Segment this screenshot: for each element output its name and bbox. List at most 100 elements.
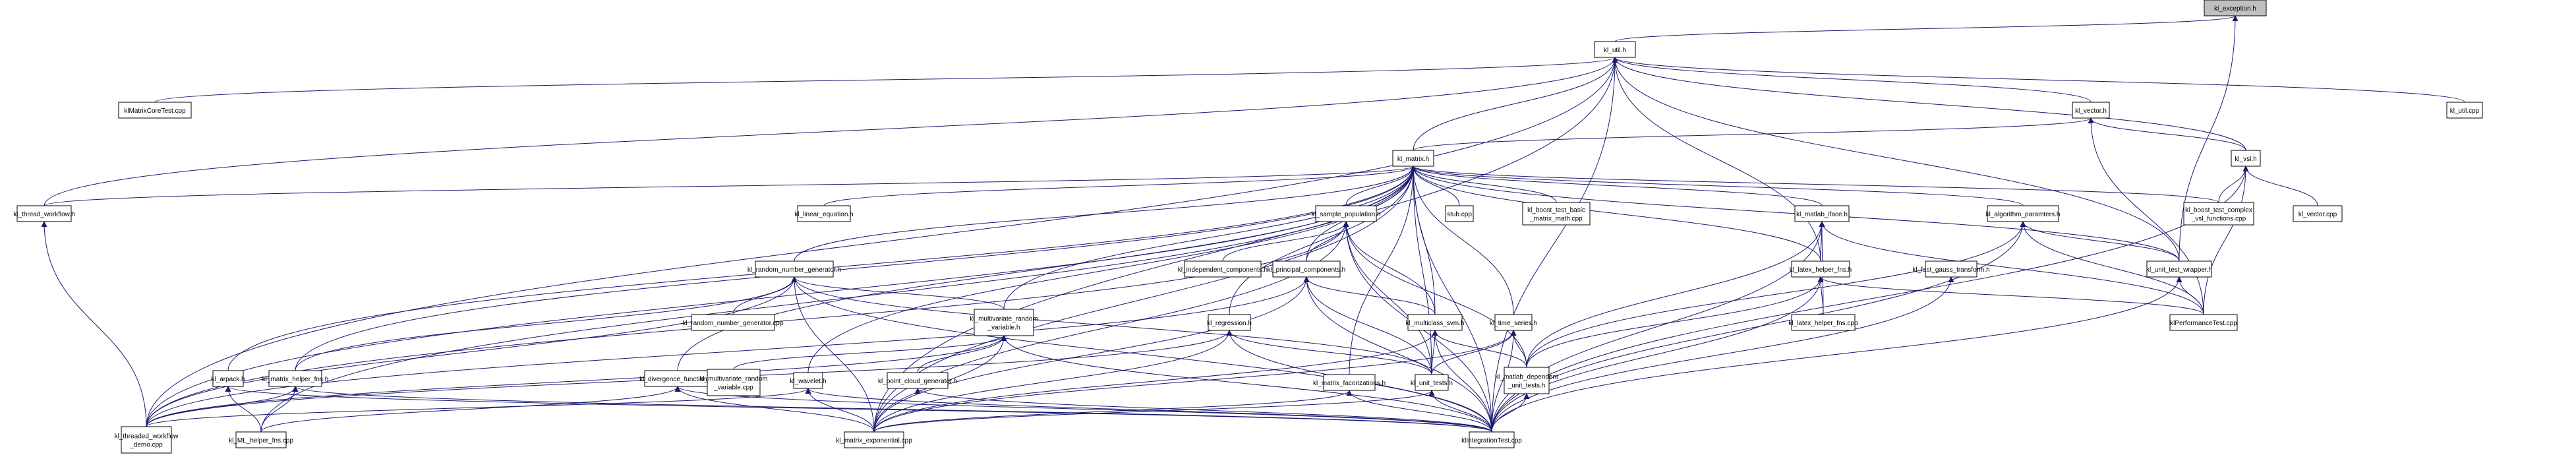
node-label: kl_unit_tests.h <box>1411 380 1453 387</box>
node-klPerformanceTest_cpp[interactable]: klPerformanceTest.cpp <box>2169 314 2238 331</box>
node-label: kl_exception.h <box>2214 5 2256 13</box>
node-label: kl_random_number_generator.cpp <box>683 320 784 327</box>
node-kl_point_cloud_generator_h[interactable]: kl_point_cloud_generator.h <box>878 372 957 389</box>
edge-kl_unit_tests_h-to-kl_principal_components_h <box>1303 276 1432 375</box>
node-kl_matrix_h[interactable]: kl_matrix.h <box>1392 150 1434 167</box>
edge-kl_multivariate_random_variable_h-to-kl_random_number_generator_h <box>791 276 1005 310</box>
edge-layer <box>41 15 2465 433</box>
node-kl_vector_h[interactable]: kl_vector.h <box>2072 102 2110 119</box>
node-kl_latex_helper_fns_cpp[interactable]: kl_latex_helper_fns.cpp <box>1788 314 1858 331</box>
node-label: kl_boost_test_complex <box>2185 207 2252 214</box>
node-kl_ML_helper_fns_cpp[interactable]: kl_ML_helper_fns.cpp <box>229 431 293 448</box>
node-box <box>974 309 1034 336</box>
node-label: kl_arpack.h <box>211 376 245 383</box>
edge-klIntegrationTest_cpp-to-kl_fast_gauss_transform_h <box>1491 276 1954 433</box>
node-box <box>268 370 322 387</box>
node-kl_latex_helper_fns_h[interactable]: kl_latex_helper_fns.h <box>1790 260 1852 278</box>
node-kl_matrix_facorizations_h[interactable]: kl_matrix_facorizations.h <box>1313 374 1386 391</box>
node-kl_matrix_helper_fns_h[interactable]: kl_matrix_helper_fns.h <box>262 370 329 387</box>
edge-klIntegrationTest_cpp-to-kl_multivariate_random_variable_h <box>1001 335 1492 433</box>
edge-kl_matlab_dependent_unit_tests_h-to-kl_matlab_iface_h <box>1526 221 1825 368</box>
node-kl_exception: kl_exception.h <box>2204 0 2267 16</box>
node-kl_random_number_generator_h[interactable]: kl_random_number_generator.h <box>747 260 841 278</box>
edge-kl_matrix_h-to-kl_vector_h <box>1413 117 2094 151</box>
node-kl_linear_equation_h[interactable]: kl_linear_equation.h <box>794 205 854 222</box>
node-label: _matrix_math.cpp <box>1529 216 1583 223</box>
node-klIntegrationTest_cpp[interactable]: klIntegrationTest.cpp <box>1461 431 1522 448</box>
node-kl_independent_components_h[interactable]: kl_independent_components.h <box>1178 260 1268 278</box>
edge-klIntegrationTest_cpp-to-kl_vsl_h <box>1491 166 2249 433</box>
node-label: kl_multivariate_random <box>970 316 1038 323</box>
node-kl_vector_cpp[interactable]: kl_vector.cpp <box>2293 205 2343 222</box>
edge-klIntegrationTest_cpp-to-kl_unit_tests_h <box>1428 390 1492 433</box>
node-box <box>1184 260 1262 278</box>
node-kl_principal_components_h[interactable]: kl_principal_components.h <box>1268 260 1345 278</box>
node-kl_arpack_h[interactable]: kl_arpack.h <box>211 370 245 387</box>
node-klMatrixCoreTest[interactable]: klMatrixCoreTest.cpp <box>118 102 192 119</box>
node-kl_matlab_dependent_unit_tests_h[interactable]: kl_matlab_dependent_unit_tests.h <box>1495 367 1558 394</box>
node-label: kl_linear_equation.h <box>794 211 854 218</box>
edge-kl_matrix_exponential_cpp-to-kl_multiclass_svm_h <box>873 330 1438 433</box>
edge-klPerformanceTest_cpp-to-kl_vector_h <box>2088 117 2204 315</box>
edge-kl_unit_tests_h-to-kl_sample_population_h <box>1343 221 1432 375</box>
edge-klMatrixCoreTest-to-kl_util_h <box>154 57 1618 103</box>
node-kl_vsl_h[interactable]: kl_vsl.h <box>2231 150 2261 167</box>
node-kl_wavelet_h[interactable]: kl_wavelet.h <box>790 372 827 389</box>
node-box <box>121 426 172 454</box>
node-kl_util_h[interactable]: kl_util.h <box>1594 41 1636 58</box>
edge-kl_boost_test_complex-to-kl_vsl_h <box>2218 166 2249 203</box>
node-kl_algorithm_paramters_h[interactable]: kl_algorithm_paramters.h <box>1986 205 2061 222</box>
edge-kl_threaded_workflow_demo_cpp-to-kl_thread_workflow_h <box>41 221 147 427</box>
edge-klIntegrationTest_cpp-to-kl_unit_test_wrapper_h <box>1491 276 2182 433</box>
node-label: kl_matrix_facorizations.h <box>1313 380 1386 387</box>
node-box <box>1208 314 1251 331</box>
edge-kl_boost_test_complex-to-kl_matrix_h <box>1410 166 2219 203</box>
node-label: kl_random_number_generator.h <box>747 266 841 274</box>
node-kl_fast_gauss_transform_h[interactable]: kl_fast_gauss_transform.h <box>1912 260 1990 278</box>
node-kl_regression_h[interactable]: kl_regression.h <box>1207 314 1252 331</box>
edge-kl_unit_tests_h-to-kl_random_number_generator_h <box>791 276 1432 375</box>
node-kl_matlab_iface_h[interactable]: kl_matlab_iface.h <box>1794 205 1850 222</box>
node-kl_boost_test_complex[interactable]: kl_boost_test_complex_vsl_functions.cpp <box>2183 202 2254 226</box>
edge-klIntegrationTest_cpp-to-kl_matlab_dependent_unit_tests_h <box>1491 393 1530 433</box>
node-kl_unit_tests_h[interactable]: kl_unit_tests.h <box>1411 374 1453 391</box>
node-kl_matrix_exponential_cpp[interactable]: kl_matrix_exponential.cpp <box>836 431 912 448</box>
node-label: kl_threaded_workflow <box>115 433 179 441</box>
edge-kl_vsl_h-to-kl_util_h <box>1612 57 2246 151</box>
node-kl_random_number_generator_cpp[interactable]: kl_random_number_generator.cpp <box>683 314 784 331</box>
edge-kl_boost_test_basic-to-kl_matrix_h <box>1410 166 1557 203</box>
edge-kl_linear_equation_h-to-kl_matrix_h <box>823 166 1417 206</box>
node-kl_util_cpp[interactable]: kl_util.cpp <box>2446 102 2483 119</box>
edge-kl_threaded_workflow_demo_cpp-to-kl_matrix_helper_fns_h <box>146 386 299 427</box>
node-label: _variable.cpp <box>713 384 753 392</box>
node-kl_divergence_functions_h[interactable]: kl_divergence_functions.h <box>639 370 716 387</box>
edge-kl_matrix_helper_fns_h-to-kl_random_number_generator_h <box>295 276 798 371</box>
node-box <box>707 369 761 396</box>
edge-klIntegrationTest_cpp-to-kl_multiclass_svm_h <box>1432 330 1492 433</box>
node-kl_multivariate_random_variable_cpp[interactable]: kl_multivariate_random_variable.cpp <box>699 369 768 396</box>
node-label: klPerformanceTest.cpp <box>2170 320 2237 327</box>
node-box <box>1791 260 1850 278</box>
edge-kl_matrix_facorizations_h-to-kl_matrix_h <box>1349 166 1417 375</box>
edge-kl_threaded_workflow_demo_cpp-to-kl_wavelet_h <box>146 388 811 427</box>
node-kl_multiclass_svm_h[interactable]: kl_multiclass_svm.h <box>1406 314 1465 331</box>
node-kl_sample_population_h[interactable]: kl_sample_population.h <box>1311 205 1381 222</box>
node-label: klIntegrationTest.cpp <box>1461 437 1522 444</box>
node-box <box>1522 202 1591 226</box>
node-kl_unit_test_wrapper_h[interactable]: kl_unit_test_wrapper.h <box>2146 260 2212 278</box>
node-kl_multivariate_random_variable_h[interactable]: kl_multivariate_random_variable.h <box>970 309 1038 336</box>
node-label: kl_wavelet.h <box>790 378 826 385</box>
node-kl_boost_test_basic[interactable]: kl_boost_test_basic_matrix_math.cpp <box>1522 202 1591 226</box>
node-kl_time_series_h[interactable]: kl_time_series.h <box>1490 314 1537 331</box>
node-box <box>1407 314 1463 331</box>
node-box <box>1315 205 1377 222</box>
node-stub_cpp[interactable]: stub.cpp <box>1445 205 1474 222</box>
edge-kl_ML_helper_fns_cpp-to-kl_arpack_h <box>225 386 262 433</box>
node-kl_thread_workflow_h[interactable]: kl_thread_workflow.h <box>13 205 75 222</box>
node-kl_threaded_workflow_demo_cpp[interactable]: kl_threaded_workflow_demo.cpp <box>115 426 179 454</box>
node-label: kl_matlab_dependent <box>1495 374 1558 381</box>
node-box <box>1392 150 1434 167</box>
node-label: kl_independent_components.h <box>1178 266 1268 274</box>
node-label: _variable.h <box>987 324 1020 332</box>
node-box <box>2183 202 2254 226</box>
